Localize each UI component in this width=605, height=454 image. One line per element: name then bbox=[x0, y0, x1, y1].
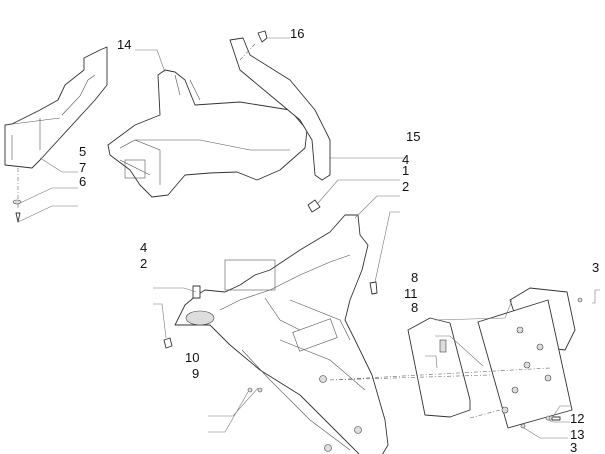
callout-2-left: 2 bbox=[140, 256, 147, 271]
nut-3-top bbox=[577, 297, 583, 303]
callout-9: 9 bbox=[192, 366, 199, 381]
clip-4-left bbox=[192, 285, 201, 299]
washer-7 bbox=[12, 199, 22, 205]
callout-2-right: 2 bbox=[402, 179, 409, 194]
clip-4-top bbox=[307, 199, 321, 213]
part-license-plate-holder bbox=[477, 299, 573, 429]
slot bbox=[439, 339, 447, 353]
washer-10 bbox=[257, 387, 263, 393]
callout-11: 11 bbox=[404, 286, 418, 301]
screw-16 bbox=[257, 30, 268, 43]
part-inner-mudguard bbox=[107, 69, 308, 198]
part-trim-strip bbox=[229, 37, 331, 181]
callout-10: 10 bbox=[185, 350, 199, 365]
axis-line bbox=[239, 43, 256, 61]
callout-1: 1 bbox=[402, 163, 409, 178]
callout-16: 16 bbox=[290, 26, 304, 41]
callout-15: 15 bbox=[406, 129, 420, 144]
callout-8-back: 8 bbox=[411, 270, 418, 285]
screw-2-left bbox=[163, 337, 173, 349]
screw-2-right bbox=[369, 281, 378, 295]
part-reflector-front bbox=[407, 317, 471, 418]
screw-12 bbox=[551, 416, 561, 421]
callout-5: 5 bbox=[79, 144, 86, 159]
callout-4-top: 4 bbox=[402, 152, 409, 167]
callout-7: 7 bbox=[79, 160, 86, 175]
washer-13 bbox=[545, 415, 551, 421]
axis-line bbox=[329, 367, 551, 419]
nut-3-bottom bbox=[520, 423, 526, 429]
leader-lines bbox=[17, 37, 600, 439]
callout-12: 12 bbox=[570, 411, 584, 426]
part-rear-mudguard bbox=[174, 214, 389, 454]
part-side-cover bbox=[4, 46, 108, 169]
callout-6: 6 bbox=[79, 174, 86, 189]
callout-4-left: 4 bbox=[140, 240, 147, 255]
nut-9 bbox=[247, 387, 253, 393]
callout-13: 13 bbox=[570, 427, 584, 442]
callout-3-bottom: 3 bbox=[570, 440, 577, 454]
callout-3-top: 3 bbox=[592, 260, 599, 275]
callout-14: 14 bbox=[117, 37, 131, 52]
callout-8-front: 8 bbox=[411, 300, 418, 315]
screw-6 bbox=[15, 212, 21, 223]
